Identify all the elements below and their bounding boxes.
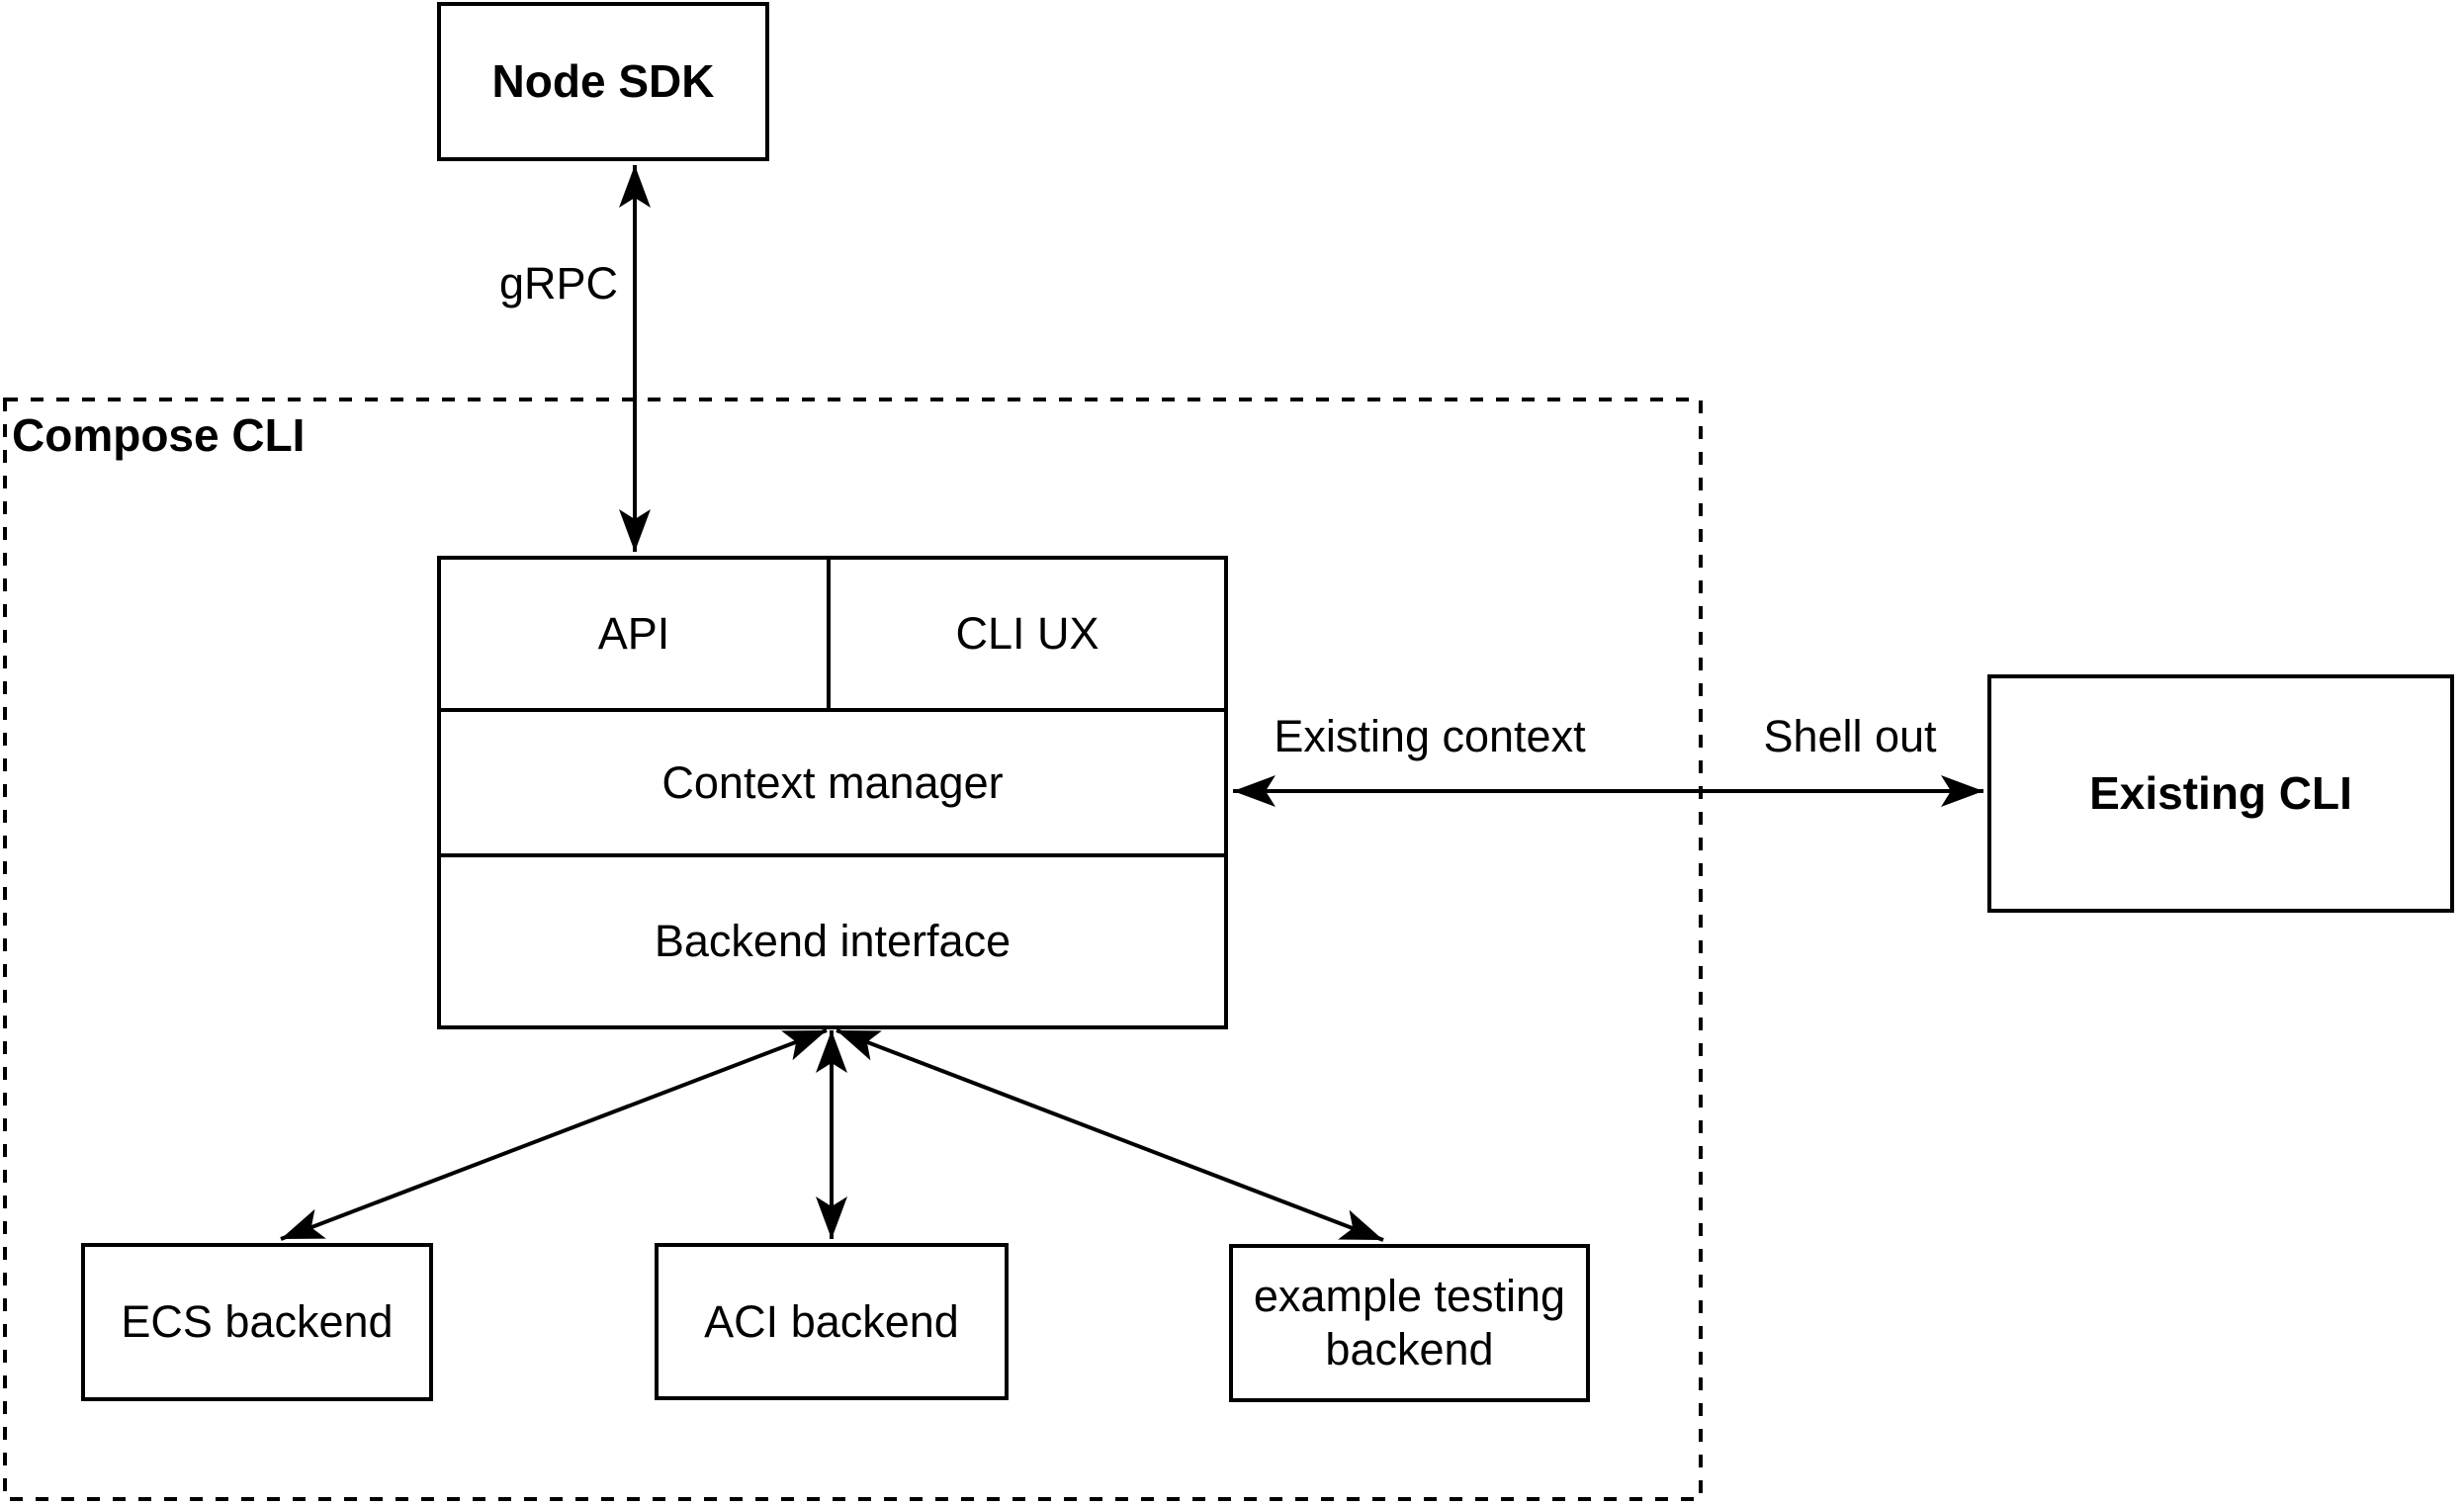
backend-example-testing-edge bbox=[836, 1028, 1384, 1242]
example-testing-backend-label: example testing backend bbox=[1253, 1271, 1566, 1374]
context-manager-cell: Context manager bbox=[441, 712, 1224, 857]
existing-cli-box: Existing CLI bbox=[1987, 674, 2454, 913]
cli-ux-cell: CLI UX bbox=[831, 560, 1224, 712]
existing-cli-label: Existing CLI bbox=[2089, 766, 2352, 819]
aci-backend-label: ACI backend bbox=[704, 1295, 959, 1347]
backend-ecs-edge bbox=[280, 1028, 828, 1241]
cli-stack-box: API CLI UX Context manager Backend inter… bbox=[437, 556, 1228, 1029]
context-manager-label: Context manager bbox=[661, 756, 1004, 808]
node-sdk-label: Node SDK bbox=[491, 54, 715, 107]
node-sdk-box: Node SDK bbox=[437, 2, 769, 161]
ecs-backend-box: ECS backend bbox=[81, 1243, 433, 1401]
api-label: API bbox=[597, 608, 670, 659]
ecs-backend-label: ECS backend bbox=[121, 1296, 394, 1347]
compose-cli-label: Compose CLI bbox=[12, 409, 306, 461]
shell-out-edge-label: Shell out bbox=[1726, 712, 1974, 761]
example-testing-backend-box: example testing backend bbox=[1229, 1244, 1590, 1402]
cli-ux-label: CLI UX bbox=[955, 608, 1100, 659]
grpc-edge-label: gRPC bbox=[371, 259, 618, 309]
api-cell: API bbox=[441, 560, 831, 712]
backend-interface-label: Backend interface bbox=[654, 916, 1012, 966]
aci-backend-box: ACI backend bbox=[655, 1243, 1009, 1400]
backend-interface-cell: Backend interface bbox=[441, 857, 1224, 1025]
compose-cli-boundary bbox=[3, 398, 1703, 1501]
existing-context-edge-label: Existing context bbox=[1232, 712, 1628, 761]
